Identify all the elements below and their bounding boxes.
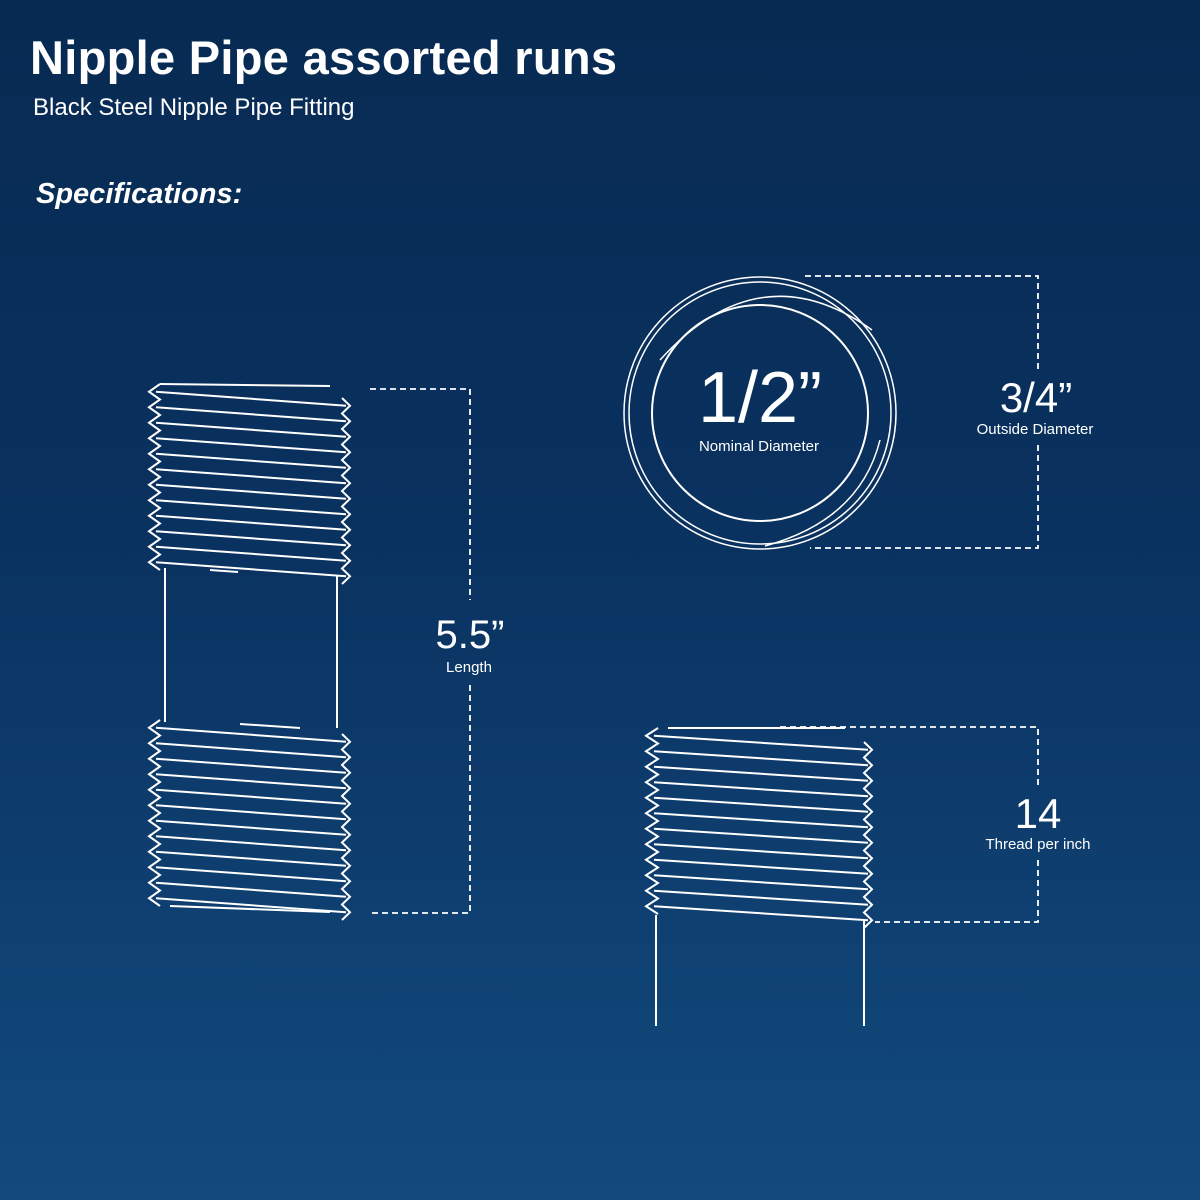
thread-line: [155, 514, 347, 531]
nominal-diameter-label: Nominal Diameter: [699, 438, 819, 455]
thread-line: [653, 858, 869, 875]
thread-line: [155, 757, 347, 774]
thread-line: [155, 804, 347, 821]
pipe-side-view-illustration: [147, 383, 352, 921]
thread-line: [653, 765, 869, 782]
pipe-outline: [239, 723, 301, 729]
thread-line: [653, 889, 869, 906]
thread-line: [155, 390, 347, 407]
nominal-diameter-value: 1/2”: [698, 358, 822, 438]
thread-count-label: Thread per inch: [985, 836, 1090, 853]
thread-line: [155, 788, 347, 805]
thread-line: [653, 843, 869, 860]
length-label: Length: [446, 659, 492, 676]
pipe-cross-section-illustration: [623, 276, 897, 550]
thread-line: [155, 499, 347, 516]
thread-line: [155, 421, 347, 438]
pipe-outline: [169, 905, 331, 913]
thread-line: [653, 874, 869, 891]
pipe-outline: [159, 383, 331, 387]
thread-line: [653, 827, 869, 844]
thread-line: [155, 742, 347, 759]
thread-line: [155, 561, 347, 578]
thread-line: [155, 452, 347, 469]
page-subtitle: Black Steel Nipple Pipe Fitting: [33, 94, 355, 121]
thread-edge: [644, 727, 660, 915]
thread-line: [155, 819, 347, 836]
thread-line: [653, 750, 869, 767]
thread-line: [155, 897, 347, 914]
dimension-lines: [370, 275, 1039, 923]
thread-line: [155, 468, 347, 485]
thread-line: [155, 835, 347, 852]
thread-line: [155, 881, 347, 898]
thread-edge: [862, 741, 874, 929]
thread-line: [155, 866, 347, 883]
thread-line: [155, 483, 347, 500]
thread-line: [653, 781, 869, 798]
thread-line: [155, 545, 347, 562]
thread-line: [155, 530, 347, 547]
thread-line: [155, 773, 347, 790]
thread-line: [653, 796, 869, 813]
pipe-outline: [209, 569, 239, 573]
thread-edge: [340, 733, 352, 921]
thread-edge: [340, 397, 352, 585]
page-title: Nipple Pipe assorted runs: [30, 31, 618, 84]
thread-edge: [147, 719, 162, 907]
thread-count-value: 14: [1015, 790, 1062, 837]
thread-line: [155, 406, 347, 423]
outside-diameter-value: 3/4”: [1000, 374, 1072, 421]
thread-line: [653, 905, 869, 922]
length-value: 5.5”: [436, 613, 505, 657]
specifications-heading: Specifications:: [36, 178, 243, 210]
pipe-thread-closeup-illustration: [644, 727, 874, 1026]
thread-line: [653, 812, 869, 829]
thread-line: [155, 850, 347, 867]
outside-diameter-label: Outside Diameter: [977, 421, 1094, 438]
thread-line: [155, 726, 347, 743]
thread-line: [653, 734, 869, 751]
thread-line: [155, 437, 347, 454]
thread-edge: [147, 383, 162, 571]
